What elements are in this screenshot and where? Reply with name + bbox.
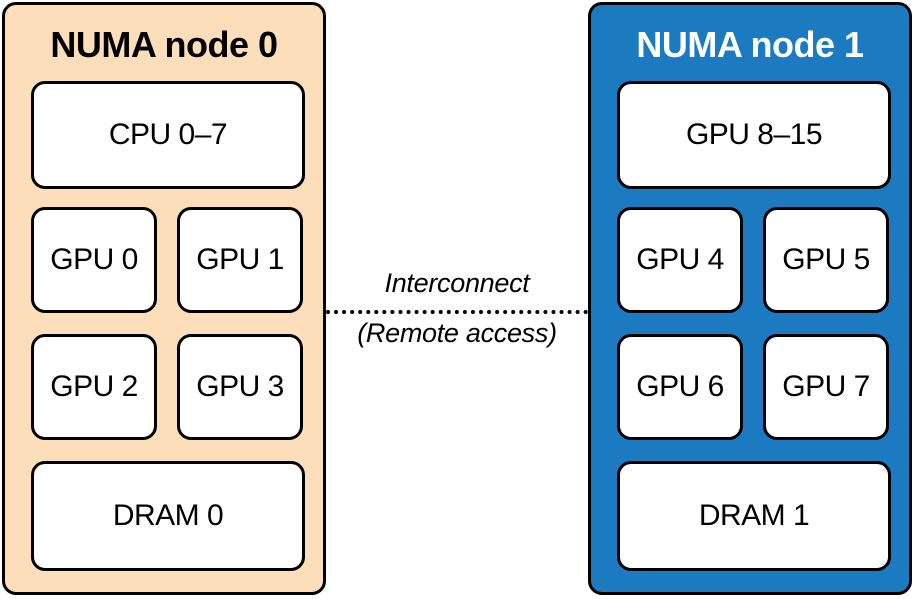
numa-node-1: NUMA node 1 GPU 8–15 GPU 4 GPU 5 GPU 6 G… [588, 2, 912, 595]
gpu-2-box: GPU 2 [31, 334, 157, 440]
interconnect-line [326, 310, 588, 314]
gpu-4-box: GPU 4 [617, 207, 743, 313]
cpu-box: CPU 0–7 [31, 81, 305, 189]
gpu-6-box: GPU 6 [617, 334, 743, 440]
gpu-0-box: GPU 0 [31, 207, 157, 313]
numa-node-1-title: NUMA node 1 [636, 24, 864, 65]
dram-1-box: DRAM 1 [617, 461, 891, 571]
interconnect-label: Interconnect [384, 268, 530, 298]
numa-node-0: NUMA node 0 CPU 0–7 GPU 0 GPU 1 GPU 2 GP… [2, 2, 326, 595]
gpu-7-box: GPU 7 [763, 334, 889, 440]
gpu-1-box: GPU 1 [177, 207, 303, 313]
gpu-8-15-box: GPU 8–15 [617, 81, 891, 189]
gpu-3-box: GPU 3 [177, 334, 303, 440]
numa-node-0-title: NUMA node 0 [50, 24, 278, 65]
gpu-5-box: GPU 5 [763, 207, 889, 313]
remote-access-label: (Remote access) [357, 318, 557, 348]
dram-0-box: DRAM 0 [31, 461, 305, 571]
